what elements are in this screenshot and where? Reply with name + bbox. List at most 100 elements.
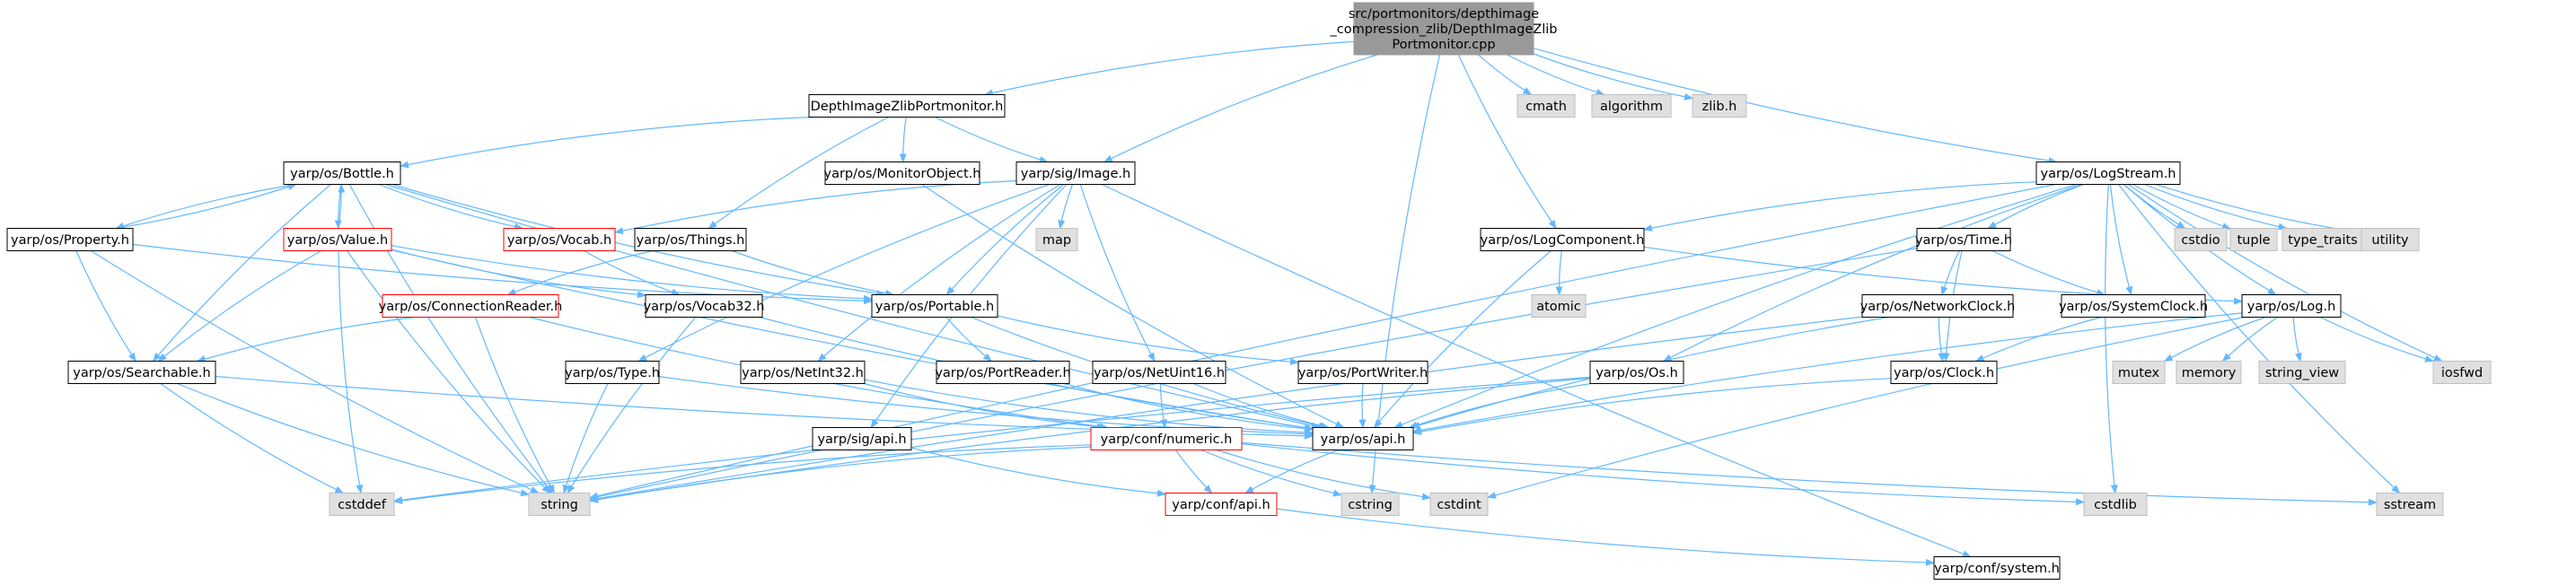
edge-dizpm-to-things [708, 116, 890, 230]
node-connectionreader[interactable]: yarp/os/ConnectionReader.h [379, 294, 563, 318]
node-box [1015, 162, 1136, 185]
node-property[interactable]: yarp/os/Property.h [6, 228, 134, 251]
node-netint32[interactable]: yarp/os/NetInt32.h [740, 361, 866, 384]
node-label: yarp/os/LogComponent.h [1481, 233, 1645, 248]
node-box [645, 294, 763, 318]
node-box [1092, 361, 1226, 384]
edge-root-to-algorithm [1507, 54, 1605, 96]
node-label: yarp/os/Value.h [287, 233, 388, 248]
node-box [808, 94, 1006, 118]
node-clock[interactable]: yarp/os/Clock.h [1890, 361, 1998, 384]
edge-bottle-to-searchable [152, 184, 331, 362]
node-osapi[interactable]: yarp/os/api.h [1312, 427, 1414, 450]
node-box [2241, 294, 2342, 318]
node-box [1517, 94, 1576, 118]
node-box [1589, 361, 1684, 384]
node-box [329, 493, 395, 516]
node-things[interactable]: yarp/os/Things.h [634, 228, 747, 251]
node-box [812, 427, 912, 450]
node-label: yarp/conf/api.h [1172, 498, 1270, 512]
node-logcomponent[interactable]: yarp/os/LogComponent.h [1480, 228, 1645, 251]
edge-portable-to-portwriter [997, 315, 1299, 366]
node-label: string_view [2265, 366, 2339, 380]
edge-logstream-to-time [1987, 183, 2085, 230]
node-systemclock[interactable]: yarp/os/SystemClock.h [2059, 294, 2208, 318]
header-nodes: src/portmonitors/depthimage_compression_… [6, 2, 2492, 580]
edge-numeric-to-string [589, 446, 1092, 503]
node-logstream[interactable]: yarp/os/LogStream.h [2035, 162, 2181, 185]
node-label: yarp/os/Portable.h [875, 300, 994, 314]
edge-image-to-type [637, 183, 1051, 362]
node-box [871, 294, 998, 318]
edge-image-to-portable [945, 184, 1065, 296]
edge-netuint16-to-osapi [1193, 382, 1330, 430]
edge-root-to-logstream [1533, 48, 2058, 165]
node-netuint16[interactable]: yarp/os/NetUint16.h [1092, 361, 1226, 384]
node-box [283, 162, 401, 185]
node-zlib: zlib.h [1692, 94, 1747, 118]
node-image[interactable]: yarp/sig/Image.h [1015, 162, 1136, 185]
node-label: yarp/os/Vocab32.h [644, 300, 765, 314]
node-box [382, 294, 559, 318]
node-cstring: cstring [1341, 493, 1400, 516]
node-label: iosfwd [2441, 366, 2483, 380]
node-label: yarp/os/PortWriter.h [1298, 366, 1428, 380]
node-value[interactable]: yarp/os/Value.h [283, 228, 392, 251]
node-box [1090, 427, 1243, 450]
edge-bottle-to-osapi [384, 183, 1321, 430]
edge-value-to-string [347, 250, 551, 494]
node-time[interactable]: yarp/os/Time.h [1915, 228, 2012, 251]
edge-property-to-bottle [116, 183, 297, 230]
node-box [1353, 2, 1534, 56]
node-atomic: atomic [1531, 294, 1587, 318]
node-box [2035, 162, 2181, 185]
node-box [503, 228, 616, 251]
edge-image-to-map [1058, 184, 1074, 230]
node-confapi[interactable]: yarp/conf/api.h [1165, 493, 1278, 516]
node-portwriter[interactable]: yarp/os/PortWriter.h [1297, 361, 1429, 384]
edge-clock-to-osapi [1412, 378, 1892, 435]
node-sigapi[interactable]: yarp/sig/api.h [812, 427, 912, 450]
node-box [565, 361, 660, 384]
edge-type-to-osapi [658, 376, 1314, 438]
edge-logstream-to-tuple [2132, 183, 2231, 230]
node-bottle[interactable]: yarp/os/Bottle.h [283, 162, 401, 185]
edge-networkclock-to-clock [1938, 317, 1946, 362]
node-box [2176, 361, 2242, 384]
node-os[interactable]: yarp/os/Os.h [1589, 361, 1684, 384]
node-numeric[interactable]: yarp/conf/numeric.h [1090, 427, 1243, 450]
node-map: map [1035, 228, 1078, 251]
node-box [1933, 556, 2061, 580]
edge-value-to-searchable [157, 249, 321, 362]
edge-numeric-to-confapi [1174, 450, 1213, 494]
node-mutex: mutex [2112, 361, 2166, 384]
node-monitorobject[interactable]: yarp/os/MonitorObject.h [824, 162, 981, 185]
edge-systemclock-to-clock [1974, 316, 2102, 362]
node-label: yarp/os/PortReader.h [935, 366, 1070, 380]
node-type[interactable]: yarp/os/Type.h [565, 361, 660, 384]
node-stringview: string_view [2258, 361, 2346, 384]
node-dizpm[interactable]: DepthImageZlibPortmonitor.h [808, 94, 1006, 118]
node-searchable[interactable]: yarp/os/Searchable.h [67, 361, 216, 384]
edge-vocab32-to-string [567, 317, 697, 494]
node-system[interactable]: yarp/conf/system.h [1933, 556, 2061, 580]
node-networkclock[interactable]: yarp/os/NetworkClock.h [1860, 294, 2016, 318]
node-box [2083, 493, 2148, 516]
edge-osapi-to-confapi [1244, 449, 1340, 494]
edge-property-to-string [90, 249, 540, 494]
node-label: zlib.h [1702, 100, 1737, 114]
node-log[interactable]: yarp/os/Log.h [2241, 294, 2342, 318]
node-box [1890, 361, 1998, 384]
node-box [2174, 228, 2228, 251]
edge-dizpm-to-bottle [400, 116, 813, 169]
edge-os-to-osapi [1408, 382, 1591, 429]
node-vocab32[interactable]: yarp/os/Vocab32.h [644, 294, 765, 318]
node-portreader[interactable]: yarp/os/PortReader.h [935, 361, 1071, 384]
edge-searchable-to-string [177, 382, 530, 497]
edge-logstream-to-sstream [2117, 184, 2401, 494]
node-vocab[interactable]: yarp/os/Vocab.h [503, 228, 616, 251]
node-label: yarp/os/Bottle.h [290, 167, 394, 181]
edge-log-to-osapi [1412, 312, 2243, 434]
edge-logstream-to-string [589, 183, 2056, 500]
node-portable[interactable]: yarp/os/Portable.h [871, 294, 998, 318]
